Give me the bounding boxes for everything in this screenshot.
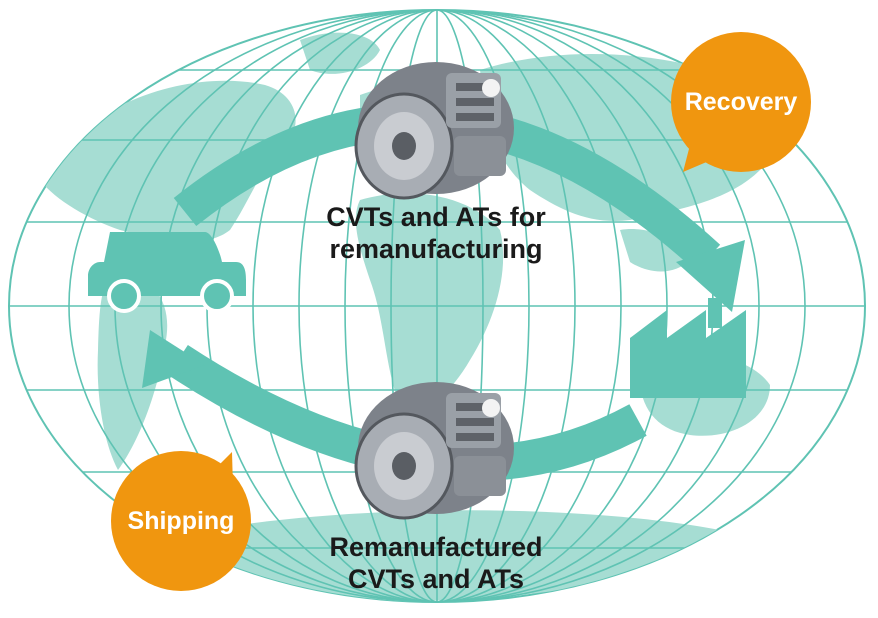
recovered-parts-caption: CVTs and ATs for remanufacturing xyxy=(286,202,586,266)
factory-icon xyxy=(630,298,746,398)
shipping-bubble xyxy=(111,451,251,591)
remanufactured-parts-caption: Remanufactured CVTs and ATs xyxy=(286,532,586,596)
transmission-icon xyxy=(354,382,514,520)
caption-line: CVTs and ATs for xyxy=(326,202,546,232)
caption-line: remanufacturing xyxy=(329,233,543,264)
caption-line: Remanufactured xyxy=(329,532,543,562)
recovery-label: Recovery xyxy=(684,88,798,116)
car-icon xyxy=(88,232,246,313)
caption-line: CVTs and ATs xyxy=(347,563,524,594)
shipping-label: Shipping xyxy=(127,507,235,535)
transmission-icon xyxy=(354,62,514,200)
recovery-bubble xyxy=(671,32,811,172)
